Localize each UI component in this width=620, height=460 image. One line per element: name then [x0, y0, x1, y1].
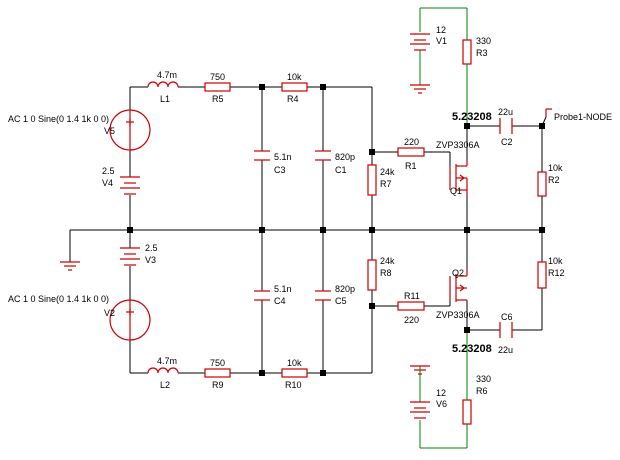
r12-value: 10k	[548, 256, 563, 266]
resistor-r12	[537, 261, 547, 289]
v1-value: 12	[436, 25, 446, 35]
resistor-r9	[204, 368, 231, 378]
v5-name: V5	[104, 126, 115, 136]
l2-value: 4.7m	[157, 356, 177, 366]
ground-symbol-v1	[410, 84, 430, 94]
c1-value: 820p	[335, 152, 355, 162]
r6-name: R6	[476, 386, 488, 396]
r8-name: R8	[380, 268, 392, 278]
probe-flag-icon	[545, 108, 552, 117]
node-voltage-top: 5.23208	[452, 111, 492, 123]
q2-name: Q2	[452, 268, 464, 278]
v2-spec: AC 1 0 Sine(0 1.4 1k 0 0)	[8, 294, 109, 304]
v2-name: V2	[104, 308, 115, 318]
v6-value: 12	[436, 388, 446, 398]
c6-name: C6	[501, 312, 513, 322]
l1-value: 4.7m	[157, 70, 177, 80]
resistor-r8	[367, 259, 377, 291]
q2-model: ZVP3306A	[436, 310, 480, 320]
r11-name: R11	[404, 291, 420, 301]
r7-value: 24k	[380, 167, 395, 177]
capacitor-c4	[254, 290, 270, 301]
c5-value: 820p	[335, 284, 355, 294]
resistor-r1	[397, 147, 425, 157]
node-voltage-bottom: 5.23208	[452, 343, 492, 355]
resistor-r6	[462, 399, 472, 425]
v6-name: V6	[436, 399, 447, 409]
resistor-r10	[281, 368, 308, 378]
l1-name: L1	[160, 94, 170, 104]
r9-name: R9	[212, 380, 224, 390]
c4-name: C4	[274, 296, 286, 306]
c3-value: 5.1n	[274, 152, 292, 162]
v4-value: 2.5	[102, 166, 115, 176]
ac-source-v2	[109, 299, 151, 341]
c4-value: 5.1n	[274, 284, 292, 294]
r4-name: R4	[287, 94, 299, 104]
c1-name: C1	[335, 165, 347, 175]
mosfet-q2	[449, 268, 468, 302]
r7-name: R7	[380, 179, 392, 189]
r3-name: R3	[476, 48, 488, 58]
c5-name: C5	[335, 296, 347, 306]
resistor-r4	[281, 82, 308, 92]
wires	[69, 86, 547, 374]
r12-name: R12	[548, 268, 565, 278]
ground-symbol-v6	[410, 365, 430, 375]
capacitor-c2	[499, 118, 513, 134]
q1-name: Q1	[450, 186, 462, 196]
capacitor-c5	[315, 290, 331, 301]
ac-source-v5	[109, 109, 151, 151]
inductor-l2	[147, 367, 179, 374]
battery-v4	[120, 176, 140, 195]
r9-value: 750	[210, 358, 225, 368]
ground-symbol	[60, 261, 80, 271]
resistor-r5	[204, 82, 231, 92]
r5-value: 750	[210, 72, 225, 82]
r5-name: R5	[212, 94, 224, 104]
r4-value: 10k	[287, 72, 302, 82]
v3-name: V3	[145, 255, 156, 265]
v4-name: V4	[102, 178, 113, 188]
r8-value: 24k	[380, 256, 395, 266]
battery-v6	[410, 401, 430, 419]
c2-name: C2	[501, 137, 513, 147]
battery-v1	[410, 33, 430, 51]
junction-nodes	[127, 84, 545, 376]
capacitor-c1	[315, 150, 331, 161]
r10-value: 10k	[287, 358, 302, 368]
resistor-r7	[367, 164, 377, 196]
r1-name: R1	[405, 161, 417, 171]
c3-name: C3	[274, 165, 286, 175]
v3-value: 2.5	[145, 243, 158, 253]
resistor-r2	[537, 171, 547, 197]
r1-value: 220	[404, 137, 419, 147]
resistor-r11	[397, 301, 425, 311]
r2-name: R2	[548, 175, 560, 185]
r6-value: 330	[476, 374, 491, 384]
capacitor-c3	[254, 150, 270, 161]
v5-spec: AC 1 0 Sine(0 1.4 1k 0 0)	[8, 114, 109, 124]
mosfet-q1	[449, 160, 468, 196]
r11-value: 220	[404, 315, 419, 325]
r3-value: 330	[476, 36, 491, 46]
c2-value: 22u	[498, 107, 513, 117]
inductor-l1	[147, 81, 179, 88]
v1-name: V1	[436, 36, 447, 46]
r2-value: 10k	[548, 163, 563, 173]
probe-label: Probe1-NODE	[554, 112, 612, 122]
c6-value: 22u	[498, 345, 513, 355]
resistor-r3	[462, 39, 472, 65]
supply-wires	[419, 7, 468, 449]
r10-name: R10	[285, 380, 302, 390]
capacitor-c6	[499, 322, 513, 338]
q1-model: ZVP3306A	[436, 140, 480, 150]
l2-name: L2	[160, 380, 170, 390]
battery-v3	[120, 247, 140, 266]
